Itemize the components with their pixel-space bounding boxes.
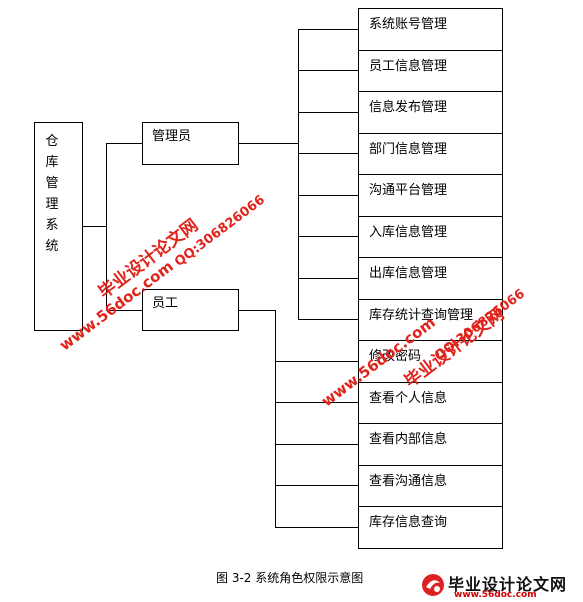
role-box-employee bbox=[142, 289, 239, 331]
item-connector bbox=[275, 527, 358, 528]
connector-employee-bus bbox=[275, 310, 276, 527]
permission-item-label: 入库信息管理 bbox=[369, 224, 448, 240]
root-label-char: 管 bbox=[45, 176, 59, 191]
permission-item-label: 员工信息管理 bbox=[369, 58, 448, 74]
item-connector bbox=[275, 444, 358, 445]
connector-root bbox=[83, 226, 106, 227]
item-connector bbox=[298, 112, 358, 113]
role-box-admin bbox=[142, 122, 239, 165]
figure-caption: 图 3-2 系统角色权限示意图 bbox=[216, 571, 364, 585]
root-label-char: 理 bbox=[45, 197, 59, 212]
root-label-char: 系 bbox=[45, 218, 59, 233]
logo-emblem-icon bbox=[422, 574, 444, 596]
item-connector bbox=[298, 153, 358, 154]
permission-item-box bbox=[358, 506, 503, 549]
logo-url: www.56doc.com bbox=[454, 590, 537, 600]
role-label-employee: 员工 bbox=[152, 296, 179, 311]
connector-admin bbox=[106, 143, 142, 144]
permission-item-label: 系统账号管理 bbox=[369, 17, 448, 32]
permission-item-label: 库存统计查询管理 bbox=[369, 307, 474, 323]
permission-item-box bbox=[358, 298, 503, 341]
item-connector bbox=[275, 361, 358, 362]
permission-item-label: 查看个人信息 bbox=[369, 390, 448, 406]
permission-item-box bbox=[358, 8, 503, 51]
permission-item-box bbox=[358, 381, 503, 424]
connector-admin-bus bbox=[298, 29, 299, 320]
permission-item-label: 库存信息查询 bbox=[369, 515, 448, 530]
site-logo: 毕业设计论文网 www.56doc.com bbox=[420, 570, 580, 600]
item-connector bbox=[298, 195, 358, 196]
item-connector bbox=[298, 70, 358, 71]
root-label-char: 仓 bbox=[45, 134, 59, 149]
permission-item-box bbox=[358, 91, 503, 134]
item-connector bbox=[275, 485, 358, 486]
root-label-char: 统 bbox=[45, 239, 59, 254]
connector-trunk bbox=[106, 143, 107, 310]
permission-item-label: 查看沟通信息 bbox=[369, 473, 448, 489]
connector-employee-out bbox=[239, 310, 275, 311]
connector-employee bbox=[106, 310, 142, 311]
permission-item-label: 信息发布管理 bbox=[369, 100, 448, 115]
permission-item-label: 查看内部信息 bbox=[369, 432, 448, 447]
connector-admin-out bbox=[239, 143, 298, 144]
item-connector bbox=[298, 29, 358, 30]
permission-item-label: 修改密码 bbox=[369, 349, 422, 364]
root-label-char: 库 bbox=[45, 155, 59, 170]
permission-item-label: 出库信息管理 bbox=[369, 266, 448, 281]
role-label-admin: 管理员 bbox=[152, 129, 192, 144]
permission-item-label: 部门信息管理 bbox=[369, 141, 448, 157]
item-connector bbox=[275, 402, 358, 403]
permission-item-box bbox=[358, 174, 503, 217]
permission-item-box bbox=[358, 257, 503, 300]
logo-name: 毕业设计论文网 bbox=[448, 575, 568, 594]
permission-item-label: 沟通平台管理 bbox=[369, 183, 448, 198]
item-connector bbox=[298, 236, 358, 237]
permission-item-box bbox=[358, 340, 503, 383]
item-connector bbox=[298, 319, 358, 320]
item-connector bbox=[298, 278, 358, 279]
root-box bbox=[34, 122, 83, 331]
